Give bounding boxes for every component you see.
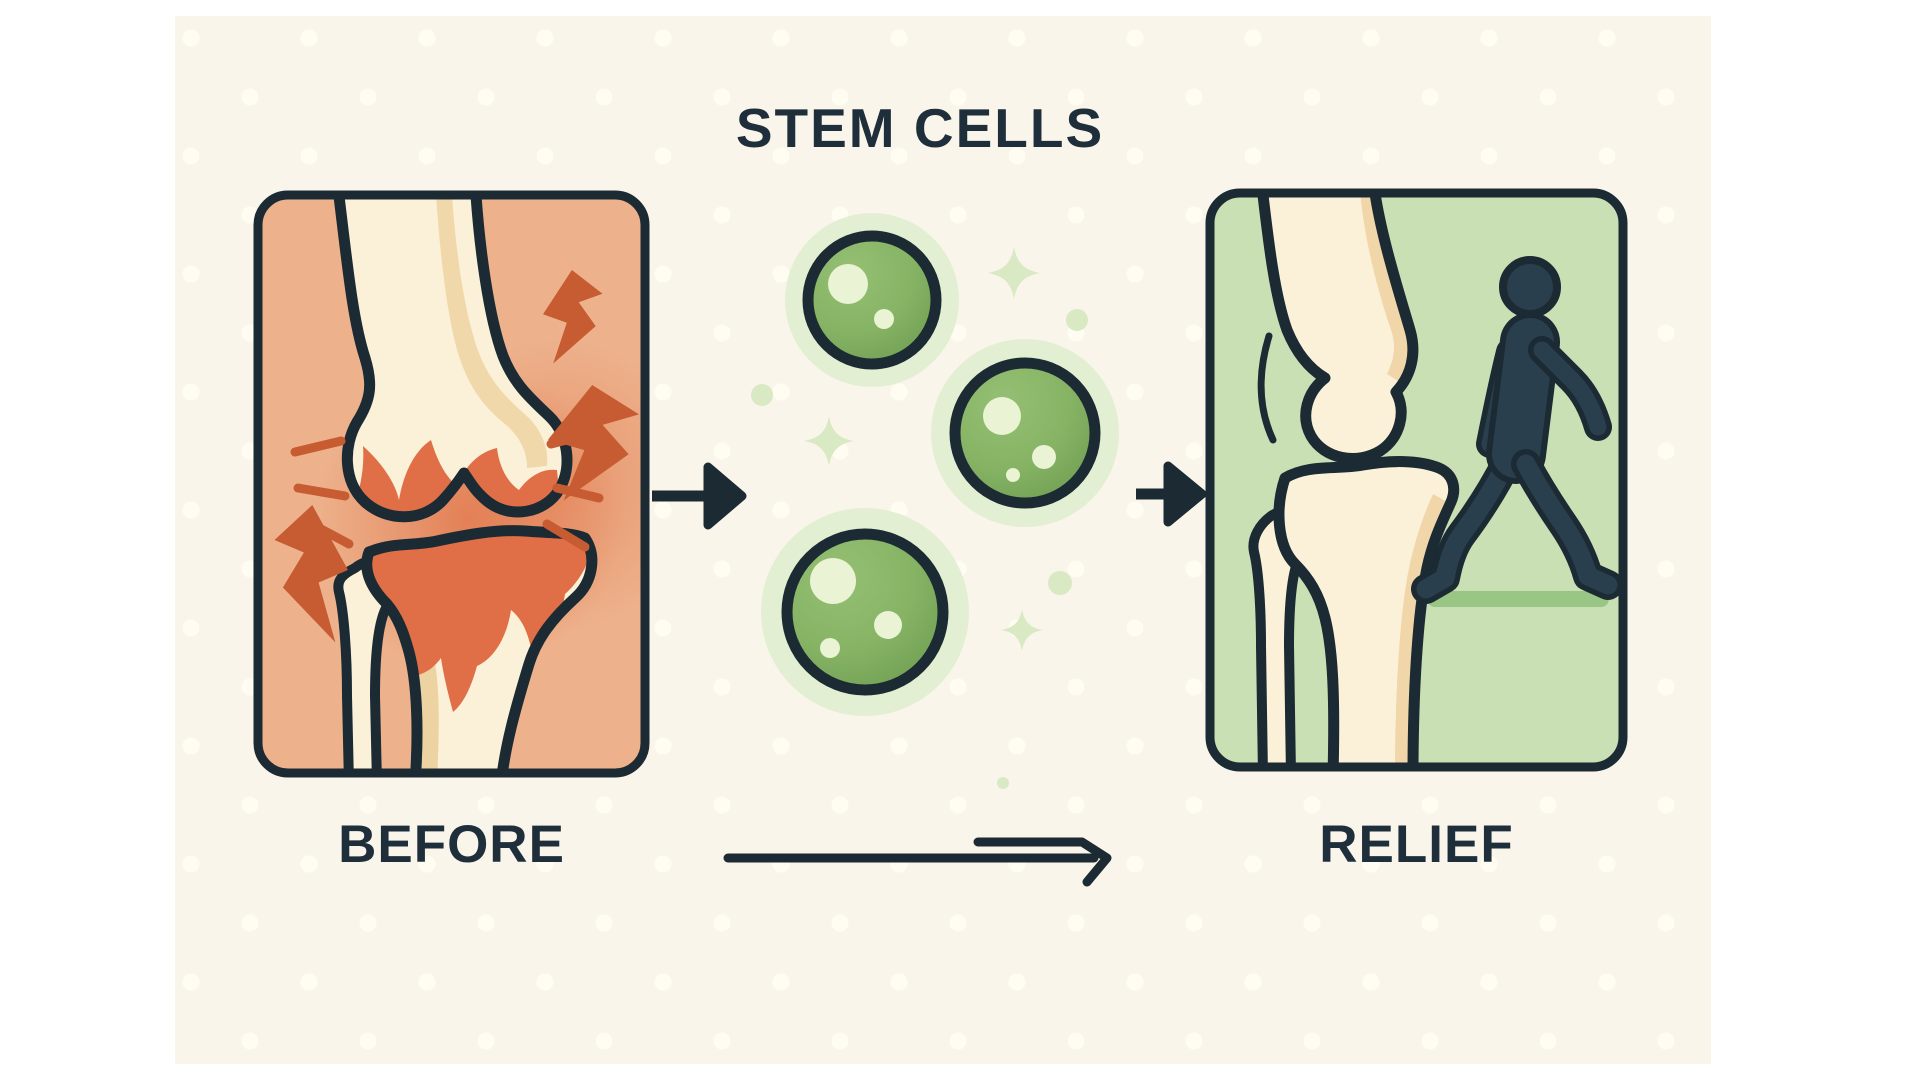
relief-panel-illustration — [1205, 188, 1628, 772]
tibia-bone-inflamed — [365, 526, 597, 773]
flow-arrow-left — [652, 462, 747, 530]
femur-bone — [1261, 193, 1413, 465]
cell-highlight — [1006, 468, 1020, 482]
cell-highlight — [810, 558, 856, 604]
stem-cells-illustration — [652, 213, 1207, 789]
relief-panel-border — [1205, 188, 1628, 772]
before-label: BEFORE — [338, 815, 565, 874]
before-panel-border — [253, 190, 650, 778]
walking-person-icon — [1411, 256, 1623, 604]
cell-dots — [751, 309, 1088, 789]
stem-cell-2 — [931, 339, 1119, 527]
sparkle-icon — [804, 416, 854, 466]
cell-highlight — [874, 309, 894, 329]
before-panel-illustration — [253, 190, 650, 778]
sparkle-icon — [1001, 609, 1043, 651]
flow-arrow-right — [1136, 461, 1207, 527]
tibia-bone — [1279, 462, 1454, 767]
cell-highlight — [1032, 445, 1056, 469]
cell-highlight — [874, 611, 902, 639]
progress-arrow — [723, 837, 1112, 887]
cell-highlight — [983, 397, 1021, 435]
pain-dashes-left — [290, 436, 354, 549]
inflammation-flame-lower — [366, 530, 592, 712]
relief-label: RELIEF — [1319, 815, 1514, 874]
cell-highlight — [828, 264, 868, 304]
ground-shadow — [1427, 591, 1609, 607]
stem-cells-title: STEM CELLS — [735, 97, 1105, 159]
pain-dashes-right — [542, 428, 604, 552]
healthy-knee — [1248, 193, 1454, 767]
condyle-contour-line — [1257, 332, 1277, 444]
stem-cell-3 — [761, 508, 969, 716]
stem-cell-1 — [785, 213, 959, 387]
sparkle-icon — [988, 247, 1040, 299]
cell-highlight — [820, 638, 840, 658]
